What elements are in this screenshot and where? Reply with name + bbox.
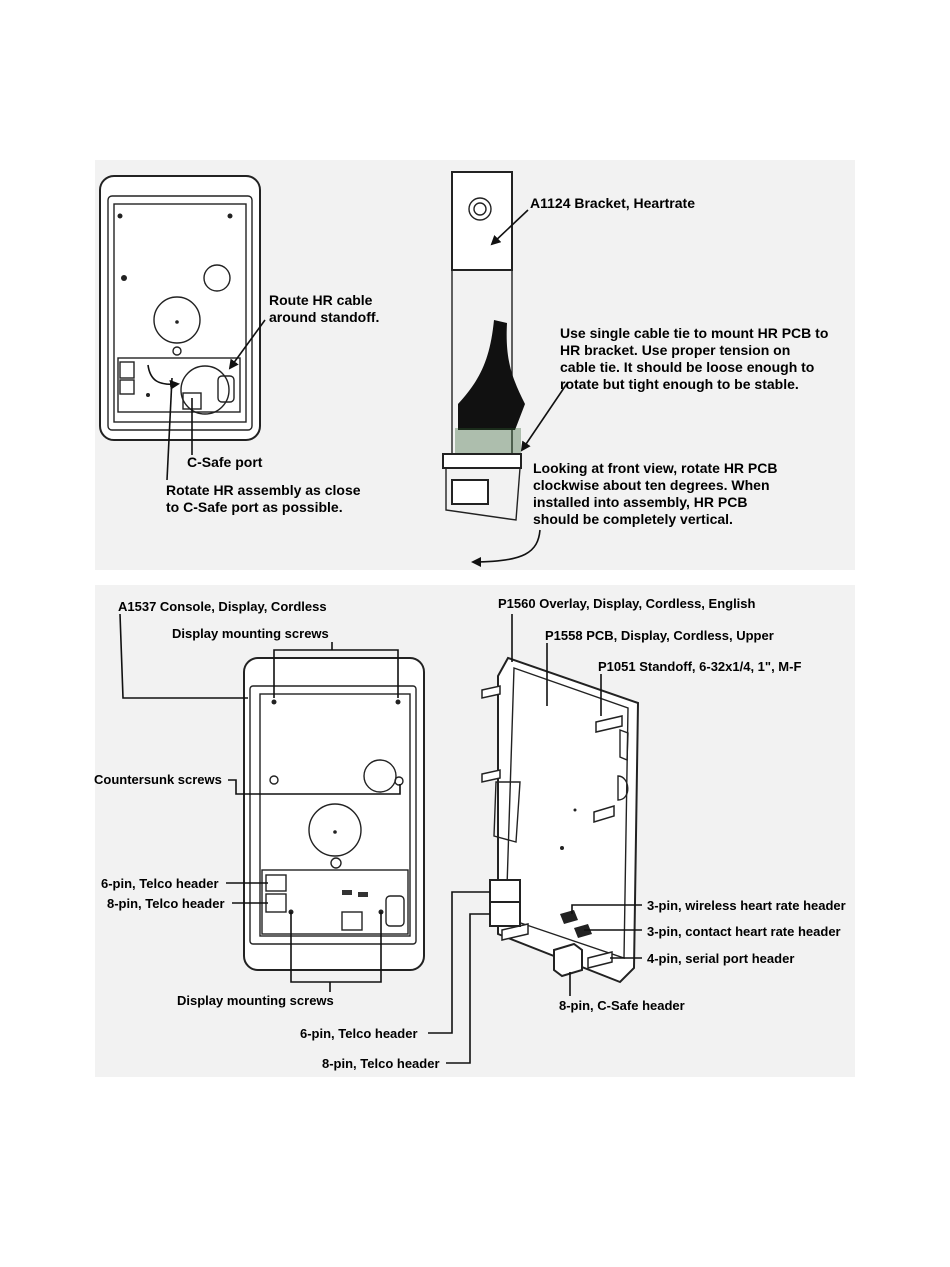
pcb-label: P1558 PCB, Display, Cordless, Upper	[545, 628, 774, 643]
display-screws-top-label: Display mounting screws	[172, 626, 329, 641]
console-display-view	[243, 657, 425, 971]
contact-hr-label: 3-pin, contact heart rate header	[647, 924, 841, 939]
display-screws-top-bracket	[273, 642, 399, 698]
rotate-pcb-arrow	[471, 529, 541, 567]
bottom-panel-bg	[95, 585, 855, 1077]
hr-bracket-assembly	[442, 171, 525, 521]
standoff-label: P1051 Standoff, 6-32x1/4, 1", M-F	[598, 659, 802, 674]
telco6-right-leader	[428, 891, 490, 1034]
telco8-right-leader	[446, 913, 490, 1064]
bracket-arrow	[490, 209, 529, 246]
display-pcb-view	[481, 656, 640, 984]
bracket-label: A1124 Bracket, Heartrate	[530, 195, 695, 211]
csafe-header-label: 8-pin, C-Safe header	[559, 998, 685, 1013]
console-leader	[119, 613, 248, 699]
display-screws-bottom-label: Display mounting screws	[177, 993, 334, 1008]
overlay-label: P1560 Overlay, Display, Cordless, Englis…	[498, 596, 756, 611]
console-label: A1537 Console, Display, Cordless	[118, 599, 327, 614]
cable-tie-arrow	[520, 381, 569, 452]
telco6-right-label: 6-pin, Telco header	[300, 1026, 418, 1041]
telco8-left-label: 8-pin, Telco header	[107, 896, 225, 911]
countersunk-label: Countersunk screws	[94, 772, 222, 787]
countersunk-leader	[228, 779, 401, 795]
wireless-hr-label: 3-pin, wireless heart rate header	[647, 898, 846, 913]
wireless-hr-leader	[571, 904, 642, 914]
csafe-port-label: C-Safe port	[187, 454, 263, 470]
telco8-right-label: 8-pin, Telco header	[322, 1056, 440, 1071]
console-top-view	[99, 175, 261, 441]
front-view-label: Looking at front view, rotate HR PCB clo…	[533, 460, 778, 527]
route-hr-cable-label: Route HR cable around standoff.	[269, 292, 380, 325]
rotate-hr-label: Rotate HR assembly as close to C-Safe po…	[166, 482, 361, 515]
rotate-hr-leader	[166, 377, 173, 481]
telco6-left-label: 6-pin, Telco header	[101, 876, 219, 891]
cable-tie-label: Use single cable tie to mount HR PCB to …	[560, 325, 829, 392]
route-cable-arrow	[228, 319, 266, 370]
serial-label: 4-pin, serial port header	[647, 951, 795, 966]
display-screws-bottom-bracket	[290, 912, 382, 992]
